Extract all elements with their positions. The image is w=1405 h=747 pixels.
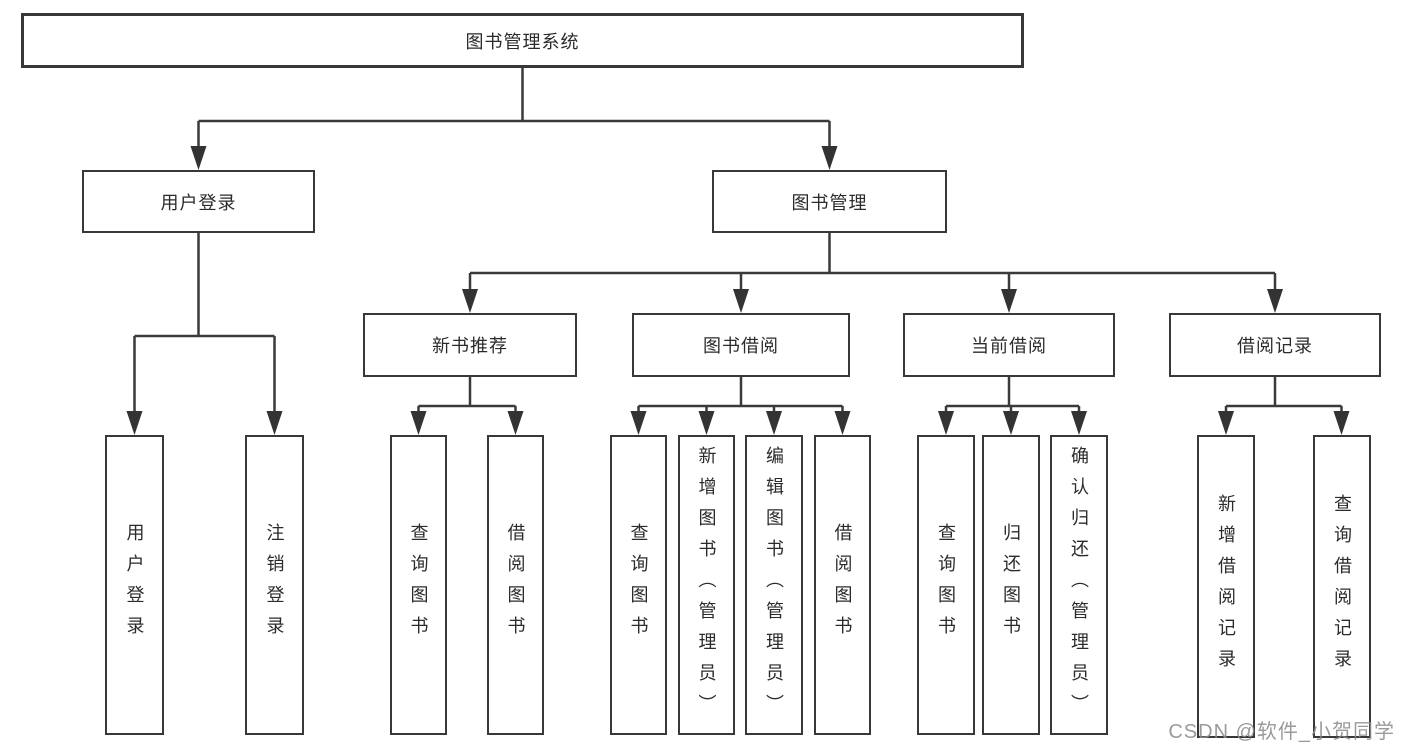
node-label: 图书管理系统	[465, 31, 580, 52]
node-label: 新增图书（管理员）	[696, 445, 717, 725]
connector-book-borrow-to-leaves	[637, 377, 844, 413]
node-library-management-system: 图书管理系统	[21, 13, 1024, 68]
node-current-borrow: 当前借阅	[903, 313, 1115, 377]
node-label: 图书借阅	[703, 336, 779, 356]
arrowhead-icon	[698, 411, 715, 435]
node-label: 借阅记录	[1237, 336, 1313, 356]
arrowhead-icon	[1267, 289, 1283, 313]
node-label: 新书推荐	[432, 336, 508, 356]
node-label: 用户登录	[124, 523, 145, 647]
arrowhead-icon	[190, 146, 207, 170]
node-borrow-records: 借阅记录	[1169, 313, 1381, 377]
node-label: 注销登录	[264, 523, 285, 647]
leaf-confirm-return-admin: 确认归还（管理员）	[1050, 435, 1108, 735]
node-label: 查询借阅记录	[1332, 493, 1352, 680]
node-user-login: 用户登录	[82, 170, 315, 233]
node-label: 查询图书	[628, 523, 649, 647]
node-label: 借阅图书	[832, 523, 853, 647]
node-label: 图书管理	[791, 192, 868, 213]
node-label: 用户登录	[160, 192, 237, 213]
arrowhead-icon	[630, 411, 647, 435]
arrowhead-icon	[1071, 411, 1087, 435]
node-label: 当前借阅	[971, 336, 1047, 356]
node-label: 借阅图书	[505, 523, 526, 647]
connector-new-book-recommend-to-leaves	[417, 377, 517, 413]
arrowhead-icon	[766, 411, 782, 435]
arrowhead-icon	[1218, 411, 1234, 435]
leaf-add-book-admin: 新增图书（管理员）	[678, 435, 735, 735]
arrowhead-icon	[733, 289, 749, 313]
node-label: 查询图书	[408, 523, 429, 647]
leaf-query-borrow-record: 查询借阅记录	[1313, 435, 1371, 738]
connector-current-borrow-to-leaves	[944, 377, 1081, 413]
node-label: 编辑图书（管理员）	[764, 445, 784, 725]
arrowhead-icon	[266, 411, 283, 435]
arrowhead-icon	[1003, 411, 1019, 435]
node-new-book-recommend: 新书推荐	[363, 313, 577, 377]
leaf-return-books: 归还图书	[982, 435, 1040, 735]
arrowhead-icon	[938, 411, 954, 435]
leaf-borrow-books: 借阅图书	[487, 435, 544, 735]
node-label: 归还图书	[1001, 523, 1021, 647]
leaf-query-books: 查询图书	[610, 435, 667, 735]
leaf-borrow-books: 借阅图书	[814, 435, 871, 735]
node-label: 查询图书	[936, 523, 956, 647]
arrowhead-icon	[462, 289, 478, 313]
node-label: 新增借阅记录	[1216, 493, 1236, 680]
node-book-borrow: 图书借阅	[632, 313, 850, 377]
node-label: 确认归还（管理员）	[1069, 445, 1089, 725]
leaf-logout: 注销登录	[245, 435, 304, 735]
arrowhead-icon	[821, 146, 838, 170]
leaf-edit-book-admin: 编辑图书（管理员）	[745, 435, 803, 735]
leaf-add-borrow-record: 新增借阅记录	[1197, 435, 1255, 738]
arrowhead-icon	[507, 411, 524, 435]
arrowhead-icon	[410, 411, 427, 435]
leaf-query-books: 查询图书	[390, 435, 447, 735]
arrowhead-icon	[126, 411, 143, 435]
arrowhead-icon	[1333, 411, 1350, 435]
csdn-watermark: CSDN @软件_小贺同学	[1168, 721, 1395, 743]
leaf-query-books: 查询图书	[917, 435, 975, 735]
connector-root-to-level2	[197, 68, 831, 150]
connector-borrow-records-to-leaves	[1224, 377, 1343, 413]
node-book-management: 图书管理	[712, 170, 947, 233]
leaf-user-login: 用户登录	[105, 435, 164, 735]
arrowhead-icon	[1001, 289, 1017, 313]
connector-book-management-to-level3	[468, 233, 1277, 292]
connector-user-login-to-leaves	[133, 233, 276, 413]
arrowhead-icon	[834, 411, 851, 435]
